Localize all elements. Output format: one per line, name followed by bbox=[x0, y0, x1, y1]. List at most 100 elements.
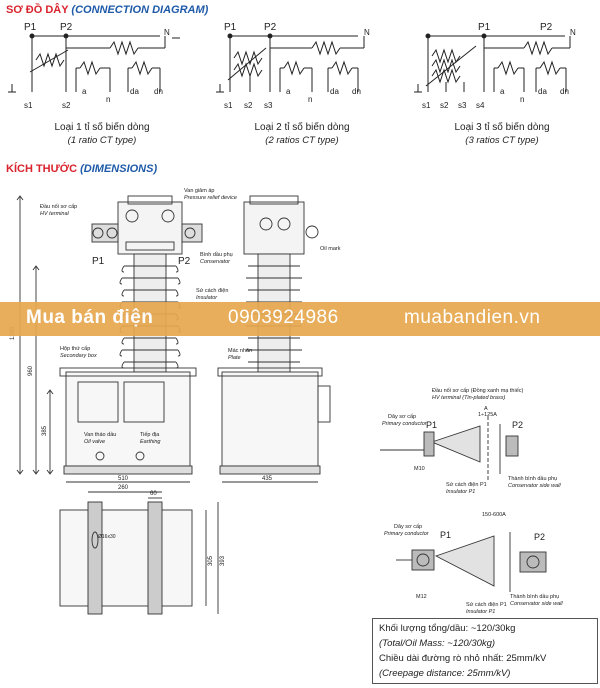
dimensions-heading-vi: KÍCH THƯỚC bbox=[6, 163, 78, 175]
pressure-relief-en: Pressure relief device bbox=[184, 195, 237, 201]
diagram3-p2-label: P2 bbox=[540, 22, 553, 33]
diagram2-n-label: N bbox=[364, 28, 370, 37]
dimensions-heading: KÍCH THƯỚC (DIMENSIONS) bbox=[6, 163, 157, 175]
detail2-bolt: M12 bbox=[416, 594, 427, 600]
banner-site: muabandien.vn bbox=[404, 307, 541, 328]
pressure-relief-vi: Van giảm áp bbox=[184, 188, 214, 194]
detail1-title-en: HV terminal (Tin-plated brass) bbox=[432, 395, 505, 401]
diagram2-caption: Loại 2 tỉ số biến dòng (2 ratios CT type… bbox=[212, 121, 392, 147]
connection-diagram-1 bbox=[8, 33, 180, 93]
diagram2-dn-label: dn bbox=[352, 87, 361, 96]
diagram3-p1-label: P1 bbox=[478, 22, 491, 33]
base-plan bbox=[59, 491, 219, 615]
front-p1-label: P1 bbox=[92, 256, 105, 267]
diagram3-dn-label: dn bbox=[560, 87, 569, 96]
detail1-primary-vi: Dây sơ cấp bbox=[388, 414, 416, 420]
dim-960: 960 bbox=[28, 365, 34, 376]
detail1-p2: P2 bbox=[512, 420, 523, 430]
connection-heading-vi: SƠ ĐỒ DÂY bbox=[6, 4, 69, 16]
insulator-en: Insulator bbox=[196, 295, 218, 301]
detail2-p1: P1 bbox=[440, 530, 451, 540]
earthing-vi: Tiếp địa bbox=[140, 432, 160, 438]
diagram2-caption-en: (2 ratios CT type) bbox=[265, 135, 339, 146]
diagram3-caption: Loại 3 tỉ số biến dòng (3 ratios CT type… bbox=[412, 121, 592, 147]
detail1-a-label: A bbox=[484, 406, 488, 412]
diagram1-dn-label: dn bbox=[154, 87, 163, 96]
earthing-en: Earthing bbox=[140, 439, 161, 445]
diagram2-p1-label: P1 bbox=[224, 22, 237, 33]
connection-heading-en: (CONNECTION DIAGRAM) bbox=[71, 4, 209, 16]
detail1-insulator-en: Insulator P1 bbox=[446, 489, 475, 495]
diagram3-a-label: a bbox=[500, 87, 505, 96]
connection-heading: SƠ ĐỒ DÂY (CONNECTION DIAGRAM) bbox=[6, 4, 208, 16]
dim-305: 305 bbox=[208, 555, 214, 566]
diagram3-s3-label: s3 bbox=[458, 101, 467, 110]
conservator-vi: Bình dầu phụ bbox=[200, 252, 233, 258]
diagram1-caption: Loại 1 tỉ số biến dòng (1 ratio CT type) bbox=[12, 121, 192, 147]
detail1-primary-en: Primary conductor bbox=[382, 421, 428, 427]
insulator-vi: Sứ cách điện bbox=[196, 288, 228, 294]
detail-1-hv-terminal bbox=[380, 416, 519, 480]
detail1-bolt: M10 bbox=[414, 466, 425, 472]
secondary-box-vi: Hộp thứ cấp bbox=[60, 346, 90, 352]
diagram3-s1-label: s1 bbox=[422, 101, 431, 110]
watermark-banner: Mua bán điện 0903924986 muabandien.vn bbox=[0, 302, 600, 336]
specs-mass-en: (Total/Oil Mass: ~120/30kg) bbox=[379, 638, 496, 649]
conservator-en: Conservator bbox=[200, 259, 231, 265]
diagram1-n2-label: n bbox=[106, 95, 110, 104]
dim-393: 393 bbox=[220, 555, 226, 566]
dimensions-heading-en: (DIMENSIONS) bbox=[80, 163, 158, 175]
diagram2-a-label: a bbox=[286, 87, 291, 96]
oil-mark-label: Oil mark bbox=[320, 246, 341, 252]
hv-terminal-vi: Đầu nối sơ cấp bbox=[40, 204, 77, 210]
diagram2-s1-label: s1 bbox=[224, 101, 233, 110]
diagram3-s4-label: s4 bbox=[476, 101, 485, 110]
plate-vi: Mác nhãn bbox=[228, 348, 252, 354]
banner-brand: Mua bán điện bbox=[26, 307, 154, 328]
diagram3-caption-en: (3 ratios CT type) bbox=[465, 135, 539, 146]
diagram1-s1-label: s1 bbox=[24, 101, 33, 110]
dimension-drawings: Van giảm áp Pressure relief device Đầu n… bbox=[10, 188, 563, 615]
dim-260: 260 bbox=[118, 485, 129, 491]
diagram2-s2-label: s2 bbox=[244, 101, 253, 110]
diagram1-n-label: N bbox=[164, 28, 170, 37]
diagram1-da-label: da bbox=[130, 87, 139, 96]
diagram2-p2-label: P2 bbox=[264, 22, 277, 33]
specs-mass-vi: Khối lượng tổng/dầu: ~120/30kg bbox=[379, 623, 516, 634]
detail-2-hv-terminal bbox=[396, 532, 547, 592]
diagram2-s3-label: s3 bbox=[264, 101, 273, 110]
diagram3-n2-label: n bbox=[520, 95, 524, 104]
dim-60: 60 bbox=[150, 491, 157, 497]
detail1-title-vi: Đầu nối sơ cấp (Đồng xanh mạ thiếc) bbox=[432, 388, 524, 394]
detail2-primary-vi: Dây sơ cấp bbox=[394, 524, 422, 530]
connection-diagrams: P1 P2 N s1 s2 a n da dn P1 P2 N s1 s2 bbox=[8, 22, 576, 110]
diagram3-caption-vi: Loại 3 tỉ số biến dòng bbox=[454, 122, 550, 133]
detail2-insulator-vi: Sứ cách điện P1 bbox=[466, 602, 507, 608]
connection-diagram-2 bbox=[216, 33, 365, 93]
hv-terminal-en: HV terminal bbox=[40, 211, 70, 217]
diagram1-s2-label: s2 bbox=[62, 101, 71, 110]
oil-valve-en: Oil valve bbox=[84, 439, 105, 445]
diagram2-caption-vi: Loại 2 tỉ số biến dòng bbox=[254, 122, 350, 133]
diagram1-caption-en: (1 ratio CT type) bbox=[67, 135, 137, 146]
detail1-p1: P1 bbox=[426, 420, 437, 430]
detail2-wall-vi: Thành bình dầu phụ bbox=[510, 594, 559, 600]
plate-en: Plate bbox=[228, 355, 241, 361]
specs-creep-en: (Creepage distance: 25mm/kV) bbox=[379, 668, 511, 679]
diagram2-n2-label: n bbox=[308, 95, 312, 104]
diagram3-da-label: da bbox=[538, 87, 547, 96]
front-view bbox=[16, 195, 203, 483]
banner-phone: 0903924986 bbox=[228, 307, 339, 328]
secondary-box-en: Secondary box bbox=[60, 353, 97, 359]
specs-box: Khối lượng tổng/dầu: ~120/30kg (Total/Oi… bbox=[372, 618, 598, 684]
detail2-wall-en: Conservator side wall bbox=[510, 601, 563, 607]
diagram1-a-label: a bbox=[82, 87, 87, 96]
detail1-wall-en: Conservator side wall bbox=[508, 483, 561, 489]
dim-435: 435 bbox=[262, 476, 273, 482]
connection-diagram-3 bbox=[414, 33, 571, 93]
specs-creep-vi: Chiều dài đường rò nhỏ nhất: 25mm/kV bbox=[379, 653, 547, 664]
detail2-p2: P2 bbox=[534, 532, 545, 542]
detail2-range: 150-600A bbox=[482, 512, 506, 518]
detail1-wall-vi: Thành bình dầu phụ bbox=[508, 476, 557, 482]
front-p2-label: P2 bbox=[178, 256, 191, 267]
